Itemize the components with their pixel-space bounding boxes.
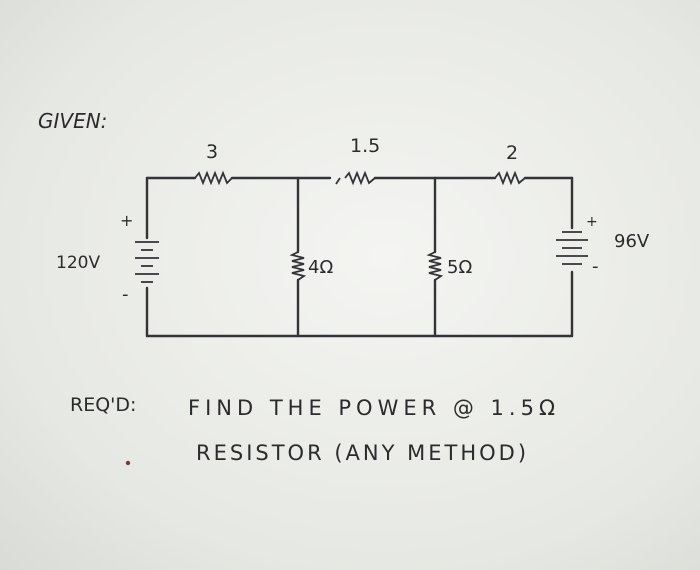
stray-ink-dot (125, 460, 131, 466)
resistor-5-label: 5Ω (447, 257, 472, 278)
resistor-2-label: 2 (506, 142, 518, 164)
battery-96v-symbol (556, 231, 588, 265)
battery-96v-plus: + (586, 214, 598, 230)
resistor-4-label: 4Ω (308, 257, 333, 278)
battery-120v-label: 120V (56, 253, 100, 273)
given-label: GIVEN: (38, 109, 107, 133)
requirement-line-2: RESISTOR (ANY METHOD) (196, 441, 529, 465)
resistor-1-5-ohm (335, 170, 376, 186)
resistor-2-ohm (494, 170, 526, 186)
requirement-line-1: FIND THE POWER @ 1.5Ω (188, 396, 560, 420)
resistor-5-ohm (426, 251, 444, 281)
battery-120v-plus: + (120, 211, 133, 230)
battery-120v-symbol (135, 241, 159, 283)
resistor-3-ohm (194, 170, 233, 186)
resistor-3-label: 3 (206, 141, 218, 163)
resistor-1-5-label: 1.5 (350, 135, 380, 157)
battery-120v-minus: - (122, 284, 129, 305)
resistor-4-ohm (289, 251, 307, 281)
required-label: REQ'D: (70, 394, 136, 416)
battery-96v-minus: - (592, 256, 599, 277)
battery-96v-label: 96V (614, 231, 650, 252)
